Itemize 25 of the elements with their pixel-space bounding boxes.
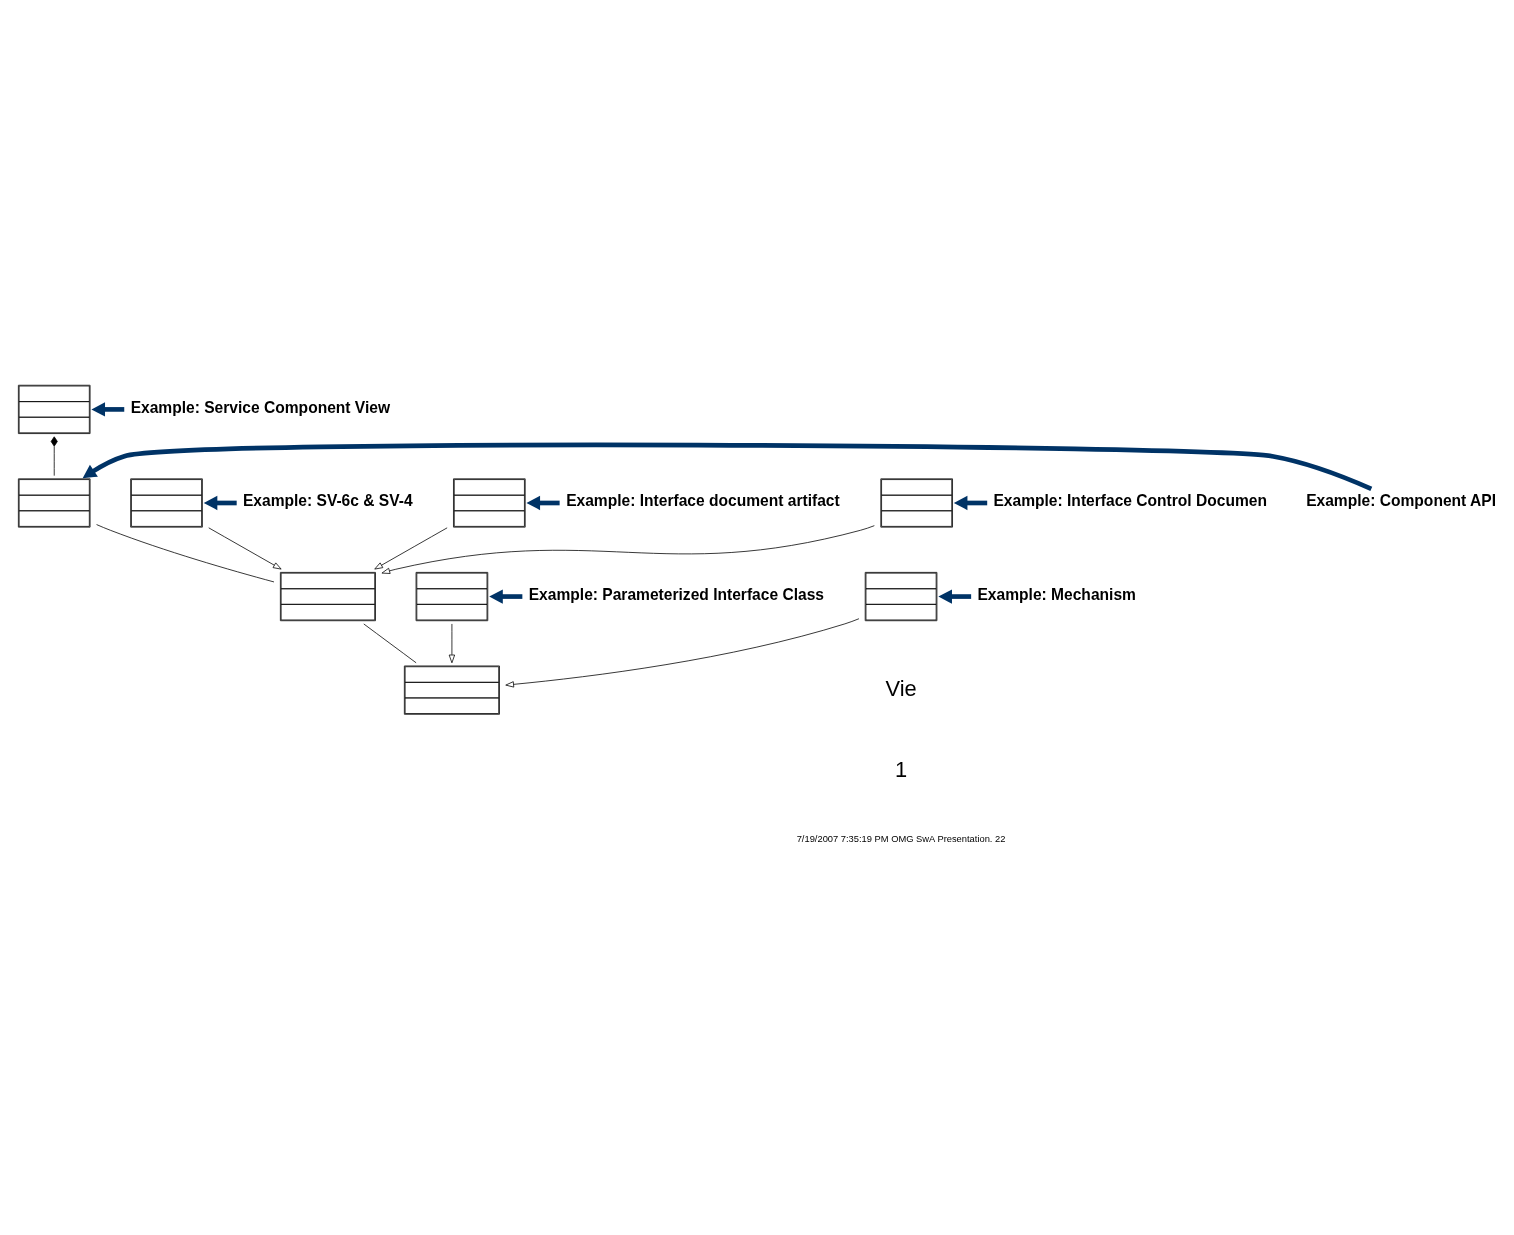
node-text: Example: Interface document artifact [566,491,840,509]
label: Vie [885,675,917,701]
arrow [208,526,282,569]
node-text: Example: Service Component View [130,398,391,416]
arrow [938,588,972,604]
label: 1 [894,756,908,782]
arrow [489,588,523,604]
node-text: Example: SV-6c & SV-4 [242,491,413,509]
arrow [953,495,988,510]
label: 7/19/2007 7:35:19 PM OMG SwA Presentation. 22 [796,833,1006,844]
arrow [526,495,560,510]
arrow [381,524,875,574]
node-text: Example: Parameterized Interface Class [528,585,824,603]
node-text: Example: Mechanism [977,585,1136,603]
connector [96,523,275,582]
arrow [505,617,860,687]
node-text: Example: Component API [1306,491,1496,509]
arrow [82,442,1373,491]
arrow [91,401,125,417]
arrow [448,623,456,663]
connector [50,435,58,476]
arrow [203,495,237,510]
node-text: Example: Interface Control Documen [993,491,1268,509]
arrow [374,526,448,569]
connector [363,623,417,663]
